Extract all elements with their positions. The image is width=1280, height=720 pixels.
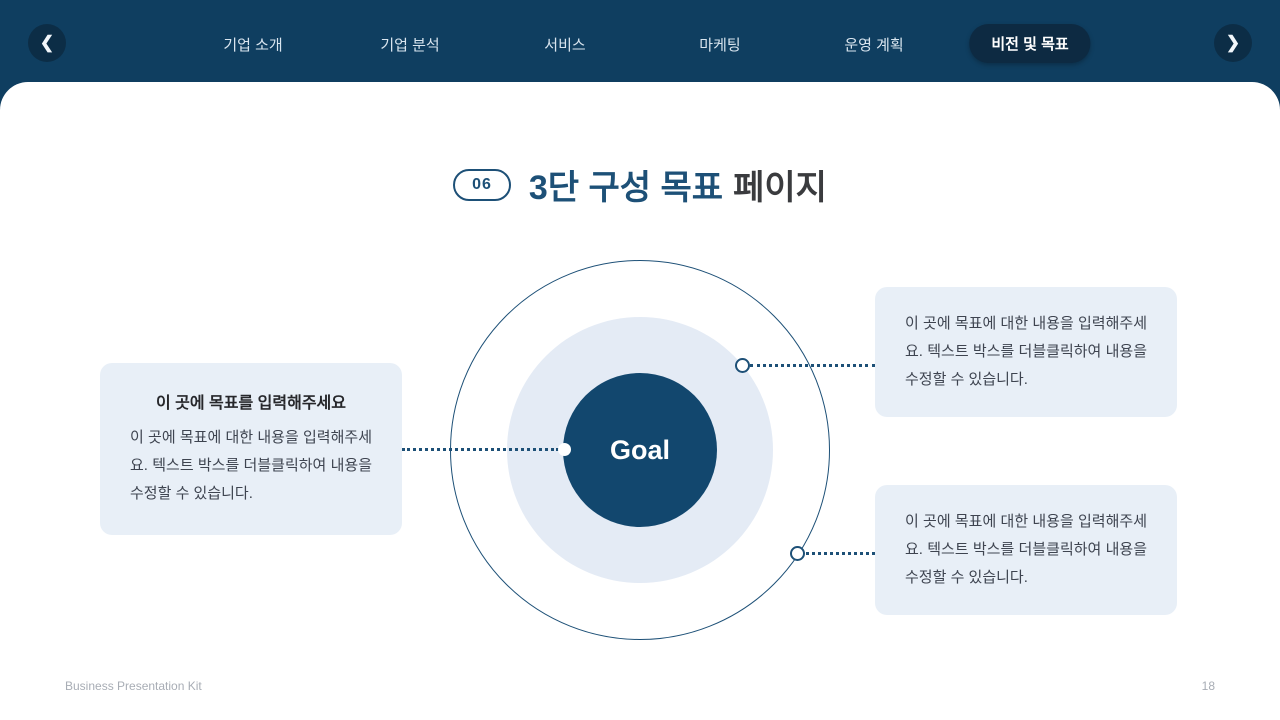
goal-callout-title: 이 곳에 목표를 입력해주세요 [156, 395, 346, 412]
goal-callout-left[interactable]: 이 곳에 목표를 입력해주세요 이 곳에 목표에 대한 내용을 입력해주세요. … [100, 363, 402, 535]
nav-item-marketing[interactable]: 마케팅 [699, 37, 741, 54]
prev-slide-button[interactable]: ❮ [28, 24, 66, 62]
next-slide-button[interactable]: ❯ [1214, 24, 1252, 62]
nav-item-service[interactable]: 서비스 [544, 37, 586, 54]
page-title-highlight: 3단 구성 목표 [528, 169, 724, 207]
goal-callout-body: 이 곳에 목표에 대한 내용을 입력해주세요. 텍스트 박스를 더블클릭하여 내… [905, 513, 1147, 586]
page-title-rest: 페이지 [733, 169, 827, 207]
anchor-ring-bottom-right [790, 546, 805, 561]
slide-number-badge: 06 [453, 168, 511, 201]
anchor-dot-left [558, 443, 571, 456]
connector-right-bottom [806, 552, 875, 555]
diagram-goal-circle: Goal [563, 373, 717, 527]
goal-label: Goal [609, 434, 670, 465]
connector-right-top [750, 364, 875, 367]
nav-item-operations-plan[interactable]: 운영 계획 [844, 37, 904, 54]
chevron-right-icon: ❯ [1225, 33, 1241, 52]
connector-left [402, 448, 559, 451]
goal-callout-right-bottom[interactable]: 이 곳에 목표에 대한 내용을 입력해주세요. 텍스트 박스를 더블클릭하여 내… [875, 485, 1177, 615]
goal-callout-body: 이 곳에 목표에 대한 내용을 입력해주세요. 텍스트 박스를 더블클릭하여 내… [130, 429, 372, 502]
nav-item-company-analysis[interactable]: 기업 분석 [380, 37, 440, 54]
anchor-ring-top-right [735, 358, 750, 373]
chevron-left-icon: ❮ [39, 33, 55, 52]
goal-callout-right-top[interactable]: 이 곳에 목표에 대한 내용을 입력해주세요. 텍스트 박스를 더블클릭하여 내… [875, 287, 1177, 417]
nav-item-vision-goals-active[interactable]: 비전 및 목표 [969, 24, 1091, 63]
footer-brand: Business Presentation Kit [65, 679, 202, 693]
goal-callout-body: 이 곳에 목표에 대한 내용을 입력해주세요. 텍스트 박스를 더블클릭하여 내… [905, 315, 1147, 388]
nav-item-company-intro[interactable]: 기업 소개 [223, 37, 283, 54]
page-number: 18 [1201, 679, 1215, 693]
